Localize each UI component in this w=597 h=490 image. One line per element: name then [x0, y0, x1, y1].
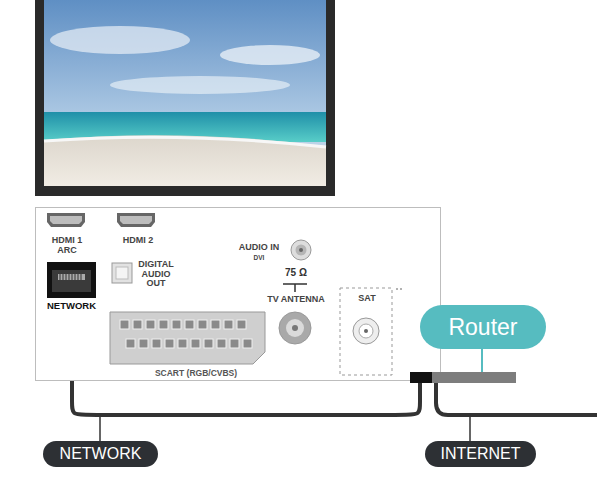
- tv-cloud: [110, 76, 290, 94]
- scart-pin: [146, 320, 155, 329]
- ethernet-port: [47, 262, 96, 298]
- router-box: Router: [410, 372, 516, 383]
- connection-panel: HDMI 1 ARC HDMI 2 NETWORK DIGITAL AUDIO OUT…: [35, 207, 441, 381]
- port-label: DIGITAL AUDIO OUT: [135, 260, 177, 289]
- tv-bezel: [35, 0, 335, 196]
- port-label: HDMI 1 ARC: [44, 236, 90, 255]
- port-label: SCART (RGB/CVBS): [121, 369, 271, 378]
- scart-pin: [191, 339, 200, 348]
- scart-pin: [230, 339, 239, 348]
- scart-pin: [178, 339, 187, 348]
- scart-pin: [120, 320, 129, 329]
- scart-pin: [217, 339, 226, 348]
- scart-pin: [224, 320, 233, 329]
- audio-jack: [291, 240, 311, 260]
- scart-pin: [172, 320, 181, 329]
- leader-line: [469, 415, 471, 441]
- tv-wave: [44, 137, 326, 147]
- scart-pin: [126, 339, 135, 348]
- leader-line: [481, 348, 483, 372]
- scart-pin: [165, 339, 174, 348]
- scart-pin: [152, 339, 161, 348]
- scart-pin: [211, 320, 220, 329]
- scart-pin: [198, 320, 207, 329]
- tv-set: [35, 0, 335, 196]
- impedance-label: 75 Ω: [276, 268, 316, 279]
- scart-port: [110, 312, 265, 364]
- scart-pin: [133, 320, 142, 329]
- leader-line: [99, 415, 101, 441]
- scart-pin: [243, 339, 252, 348]
- router-callout: Router: [420, 305, 546, 349]
- port-label: SAT: [348, 294, 386, 304]
- network-cable: [72, 381, 420, 415]
- tv-sky: [44, 0, 326, 186]
- port-label: AUDIO IN: [234, 243, 284, 253]
- port-label: DVI: [234, 254, 284, 261]
- scart-pin: [204, 339, 213, 348]
- scart-pin: [237, 320, 246, 329]
- optical-port: [112, 263, 132, 283]
- router-plug: [410, 372, 432, 383]
- hdmi-port: [117, 213, 155, 227]
- internet-cable: [436, 383, 597, 415]
- cable-label: NETWORK: [43, 441, 158, 467]
- port-label: TV ANTENNA: [260, 295, 332, 305]
- scart-pin: [139, 339, 148, 348]
- hdmi-port: [47, 213, 85, 227]
- scart-pin: [185, 320, 194, 329]
- sat-port: [340, 288, 402, 375]
- antenna-symbol: [283, 284, 307, 292]
- port-label: HDMI 2: [118, 236, 158, 246]
- scart-pin: [159, 320, 168, 329]
- tv-cloud: [50, 26, 190, 54]
- tv-cloud: [220, 45, 320, 65]
- port-label: NETWORK: [47, 301, 107, 311]
- tv-sand: [44, 135, 326, 186]
- callout-label: INTERNET: [425, 441, 536, 467]
- antenna-port: [279, 312, 311, 344]
